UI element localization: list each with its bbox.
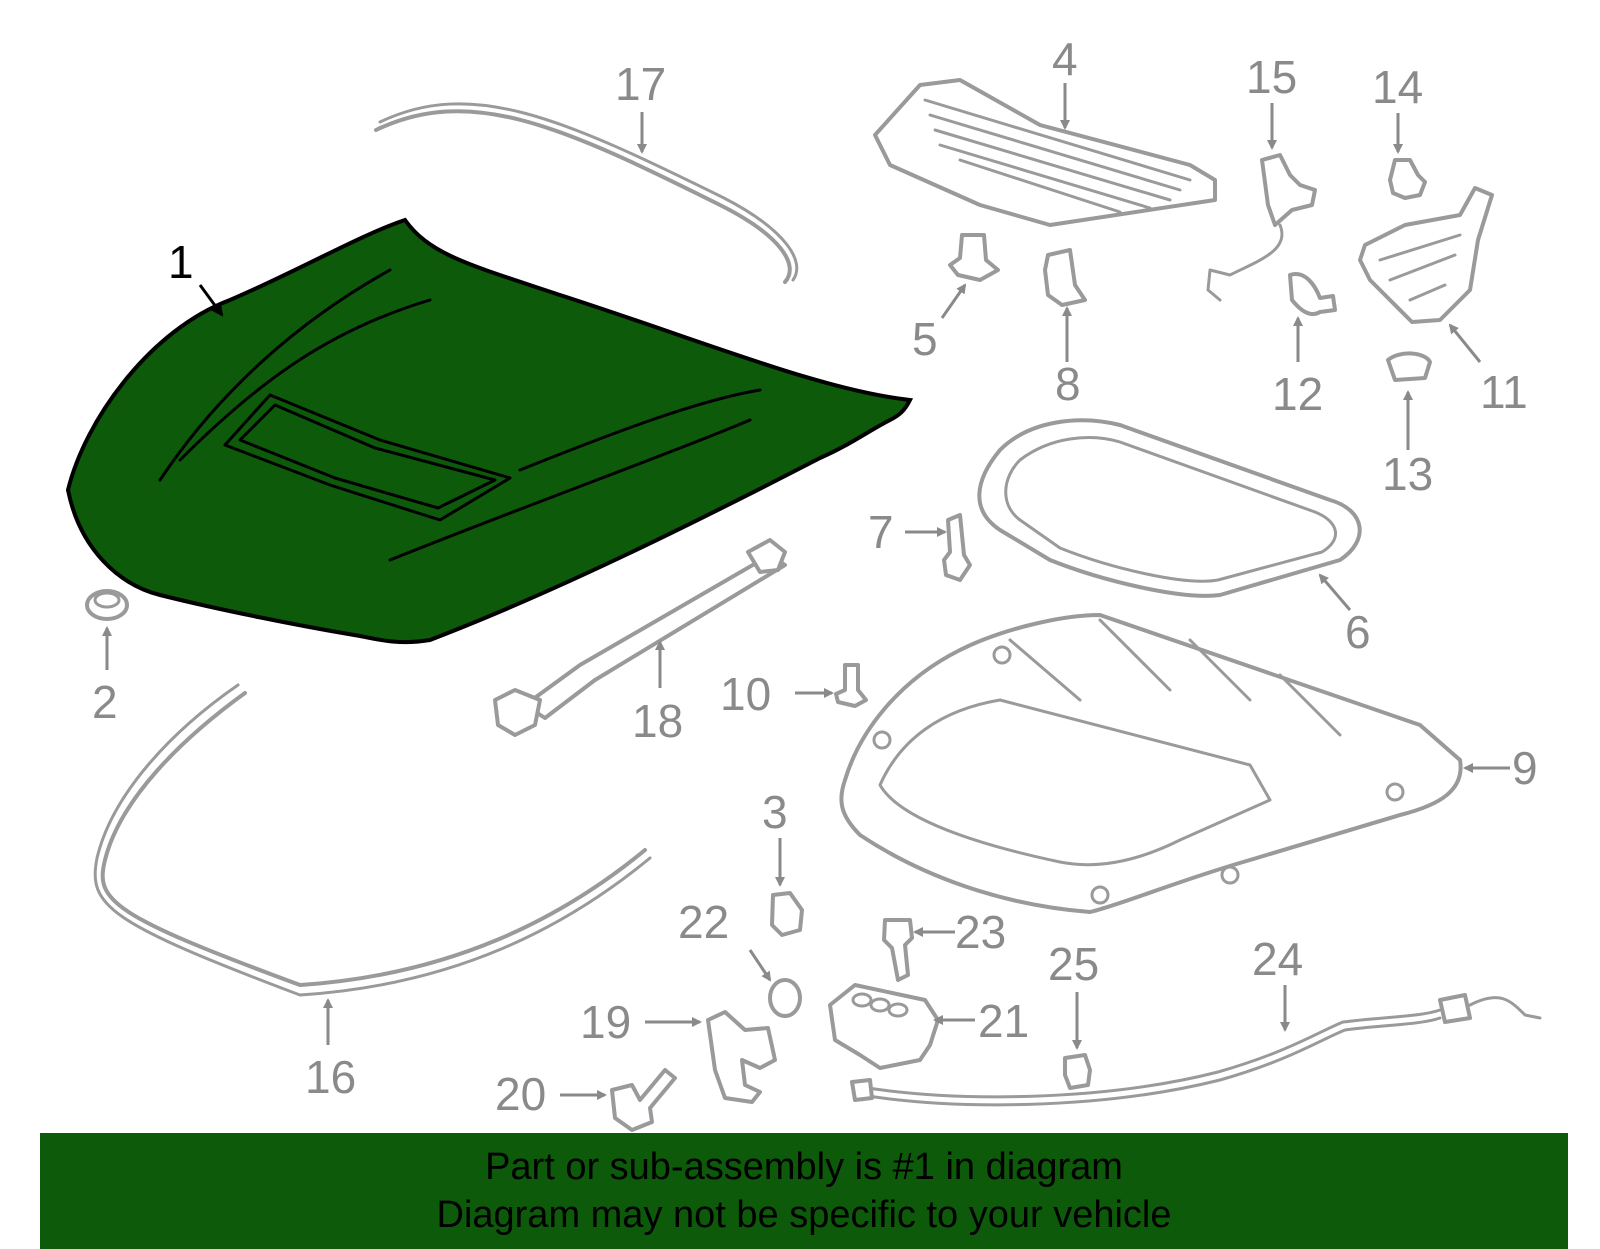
- callout-2[interactable]: 2: [92, 676, 118, 728]
- part-23-bolt: [882, 918, 914, 982]
- part-1-hood: [65, 217, 914, 645]
- part-18-strut-top: [746, 538, 787, 574]
- callout-18[interactable]: 18: [632, 695, 683, 747]
- callout-4[interactable]: 4: [1052, 33, 1078, 85]
- callout-9[interactable]: 9: [1512, 742, 1538, 794]
- callout-7[interactable]: 7: [868, 506, 894, 558]
- leader-11: [1448, 323, 1482, 363]
- callout-13[interactable]: 13: [1382, 448, 1433, 500]
- callout-14[interactable]: 14: [1372, 61, 1423, 113]
- part-1-hood-scoop: [223, 393, 512, 522]
- part-9-hole-d: [1220, 865, 1240, 885]
- part-15-wire: [1206, 223, 1284, 302]
- callout-23[interactable]: 23: [955, 906, 1006, 958]
- leader-5: [940, 283, 967, 319]
- leader-6: [1318, 573, 1352, 611]
- part-8-clip: [1043, 248, 1087, 307]
- part-1-hood-scoop-inner: [238, 403, 497, 510]
- banner-line-2: Diagram may not be specific to your vehi…: [436, 1194, 1172, 1236]
- part-1-hood-crease-d: [518, 388, 762, 472]
- part-21-hole-b: [869, 997, 891, 1013]
- part-11-latch: [1358, 186, 1494, 324]
- callout-8[interactable]: 8: [1055, 358, 1081, 410]
- part-18-strut: [523, 553, 787, 720]
- part-16-seal-inner: [93, 683, 652, 997]
- part-9-hole-a: [992, 645, 1012, 665]
- callout-3[interactable]: 3: [762, 786, 788, 838]
- callout-22[interactable]: 22: [678, 896, 729, 948]
- callout-15[interactable]: 15: [1246, 51, 1297, 103]
- part-6-insulator-inner: [1004, 436, 1338, 583]
- part-16-seal: [100, 691, 647, 987]
- part-15-sensor: [1260, 153, 1317, 227]
- part-2-bumper: [85, 589, 129, 621]
- part-18-strut-end: [493, 688, 542, 737]
- leader-22: [748, 949, 772, 982]
- callout-16[interactable]: 16: [305, 1051, 356, 1103]
- part-24-cable: [860, 1016, 1442, 1107]
- part-5-clip: [948, 233, 1000, 282]
- part-9-hole-b: [872, 730, 892, 750]
- info-banner: Part or sub-assembly is #1 in diagram Di…: [40, 1133, 1568, 1249]
- callout-6[interactable]: 6: [1345, 606, 1371, 658]
- part-6-insulator: [977, 418, 1362, 598]
- callout-24[interactable]: 24: [1252, 933, 1303, 985]
- banner-line-1: Part or sub-assembly is #1 in diagram: [485, 1146, 1123, 1188]
- part-22-ring: [768, 978, 802, 1018]
- part-9-panel-ribs: [1008, 618, 1342, 737]
- part-24-cable-tail: [1468, 996, 1542, 1020]
- part-21-block: [828, 983, 940, 1070]
- part-13-grommet: [1386, 351, 1432, 382]
- part-9-hole-c: [1385, 782, 1405, 802]
- part-4-vent-slats: [923, 98, 1192, 214]
- part-14-clip: [1388, 158, 1427, 200]
- part-19-bracket: [706, 1010, 777, 1104]
- part-24-cable-start: [850, 1078, 874, 1102]
- callout-19[interactable]: 19: [580, 996, 631, 1048]
- part-12-stud: [1288, 272, 1337, 317]
- part-11-latch-detail: [1378, 233, 1462, 302]
- callout-10[interactable]: 10: [720, 668, 771, 720]
- callout-25[interactable]: 25: [1048, 938, 1099, 990]
- part-9-panel: [839, 613, 1463, 914]
- callout-1[interactable]: 1: [168, 236, 194, 288]
- part-20-bolt: [610, 1068, 677, 1132]
- part-9-hole-e: [1090, 885, 1110, 905]
- part-21-hole-a: [851, 992, 873, 1008]
- part-10-screw: [834, 663, 868, 708]
- callout-11[interactable]: 11: [1480, 366, 1528, 418]
- part-24-cable-end: [1438, 993, 1472, 1024]
- part-24-cable-outer: [860, 1008, 1442, 1099]
- part-21-hole-c: [887, 1002, 909, 1018]
- part-17-seal: [374, 109, 792, 284]
- part-1-hood-crease-a: [158, 268, 392, 482]
- leader-1: [198, 284, 224, 317]
- callout-20[interactable]: 20: [495, 1068, 546, 1120]
- part-1-hood-crease-c: [388, 418, 752, 562]
- part-17-seal-inner: [378, 102, 799, 282]
- callout-21[interactable]: 21: [978, 995, 1029, 1047]
- part-7-bolt: [942, 513, 972, 582]
- part-9-panel-inner: [878, 698, 1272, 867]
- part-2-bumper-top: [93, 591, 121, 609]
- callout-12[interactable]: 12: [1272, 368, 1323, 420]
- part-3-plug: [770, 891, 804, 937]
- callout-17[interactable]: 17: [615, 58, 666, 110]
- callout-5[interactable]: 5: [912, 313, 938, 365]
- part-1-hood-crease-b: [178, 298, 432, 462]
- part-25-bumper: [1063, 1053, 1092, 1090]
